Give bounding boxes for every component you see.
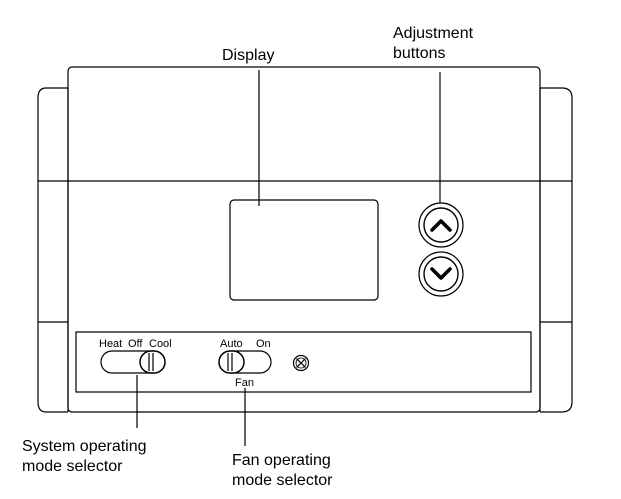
system-callout-line1: System operating — [22, 438, 147, 455]
thermostat-body — [67, 66, 541, 413]
chevron-down-icon — [430, 267, 452, 280]
fan-callout-line2: mode selector — [232, 472, 333, 489]
display-callout: Display — [222, 46, 274, 66]
system-cool-label: Cool — [149, 338, 172, 350]
fan-auto-label: Auto — [220, 338, 243, 350]
system-callout-line2: mode selector — [22, 458, 123, 475]
right-side-bracket — [540, 87, 573, 413]
fan-callout-line1: Fan operating — [232, 452, 331, 469]
down-button[interactable] — [418, 251, 464, 297]
system-off-label: Off — [128, 338, 143, 350]
fan-callout: Fan operating mode selector — [232, 451, 333, 491]
system-heat-label: Heat — [99, 338, 122, 350]
system-callout: System operating mode selector — [22, 437, 147, 477]
fan-on-label: On — [256, 338, 271, 350]
system-mode-switch[interactable] — [100, 350, 166, 374]
fan-mode-switch[interactable] — [218, 350, 272, 374]
adjustment-callout: Adjustment buttons — [393, 24, 473, 64]
fan-switch-knob — [218, 350, 245, 374]
fan-label: Fan — [235, 377, 254, 389]
adjustment-callout-line1: Adjustment — [393, 25, 474, 42]
left-side-bracket — [37, 87, 68, 413]
control-panel — [75, 331, 532, 393]
x-circle-icon — [292, 354, 310, 372]
up-button[interactable] — [418, 202, 464, 248]
display-screen — [229, 199, 379, 301]
display-callout-text: Display — [222, 47, 275, 64]
adjustment-callout-line2: buttons — [393, 45, 446, 62]
chevron-up-icon — [430, 219, 452, 232]
system-switch-knob — [139, 350, 166, 374]
